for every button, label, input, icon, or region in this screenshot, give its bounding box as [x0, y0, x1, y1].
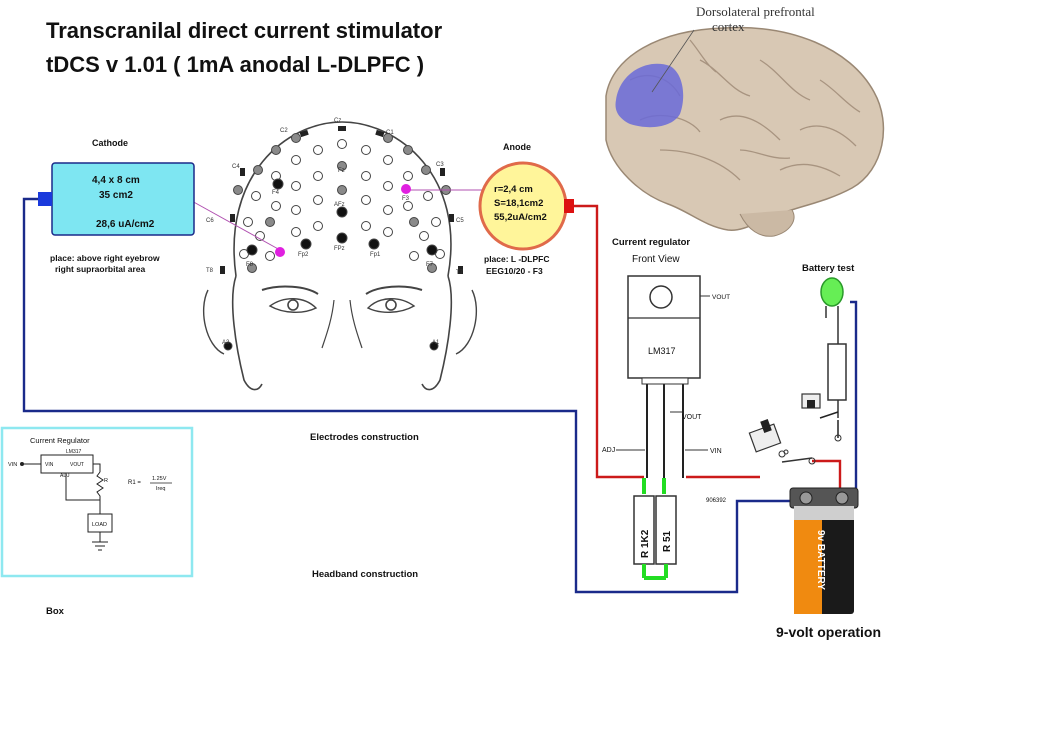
schematic-vout-pin: VOUT [70, 462, 84, 468]
schematic-title: Current Regulator [30, 436, 90, 445]
regulator-chip-label: LM317 [648, 346, 676, 356]
regulator-vin-label: VIN [710, 448, 722, 455]
schematic-chip: LM317 [66, 449, 82, 455]
battery-test-label: Battery test [802, 263, 855, 274]
regulator-code: 906392 [706, 498, 727, 504]
eeg-label-f8: F8 [246, 262, 254, 268]
eeg-labels: Cz C2 C1 C4 C3 C6 C5 F4 F3 Fz AFz Fp2 FP… [206, 118, 464, 346]
resistor-pair: R 1K2 R 51 [633, 478, 677, 580]
eeg-label-f7: F7 [426, 262, 434, 268]
schematic-frame [0, 426, 194, 578]
regulator-heading: Current regulator [612, 237, 690, 248]
anode-position-marker [401, 184, 411, 194]
title-line-2: tDCS v 1.01 ( 1mA anodal L-DLPFC ) [46, 52, 424, 77]
dlpfc-region [615, 63, 684, 128]
eeg-label-c5: C5 [456, 218, 464, 224]
anode-wire [574, 204, 644, 479]
cathode-connector [38, 192, 52, 206]
schematic-load: LOAD [92, 522, 107, 528]
test-resistor [827, 343, 847, 401]
dlpfc-label-line-2: cortex [712, 19, 745, 34]
cathode-position-marker [275, 247, 285, 257]
resistor-r2 [655, 495, 677, 565]
power-slide-switch [748, 418, 816, 465]
caption-box: Box [46, 606, 65, 617]
nine-volt-battery: 9v BATTERY 9-volt operation [776, 487, 881, 640]
caption-headband: Headband construction [312, 569, 418, 580]
wiring [22, 197, 858, 594]
head-eeg-map [203, 121, 477, 391]
electrode-placement-markers [189, 184, 482, 257]
cathode-electrode: Cathode 4,4 x 8 cm 35 cm2 28,6 uA/cm2 pl… [38, 138, 195, 274]
resistor-r1-label: R 1K2 [640, 529, 651, 558]
cathode-wire [22, 197, 800, 594]
lm317-regulator: Current regulator Front View LM317 VOUT … [602, 237, 730, 504]
eeg-label-fp2: Fp2 [298, 252, 309, 258]
schematic-r-label: R [104, 478, 108, 484]
schematic-formula-lhs: R1 = [128, 480, 141, 486]
schematic-vin-ext: VIN [8, 462, 17, 468]
eeg-label-a2: A2 [222, 340, 230, 346]
regulator-adj-label: ADJ [602, 447, 615, 454]
anode-connector [564, 199, 574, 213]
regulator-schematic: Current Regulator LM317 VIN VIN VOUT ADJ… [0, 426, 194, 578]
cathode-area: 35 cm2 [99, 190, 133, 201]
resistor-top-contacts [642, 478, 666, 494]
eeg-label-f3: F3 [402, 196, 410, 202]
regulator-subheading: Front View [632, 254, 680, 265]
vin-wire [686, 459, 842, 490]
brain-illustration: Dorsolateral prefrontal cortex [605, 4, 885, 237]
test-led [820, 277, 844, 307]
schematic-formula-numerator: 1.25V [152, 476, 167, 482]
eeg-electrode-grid [220, 126, 463, 351]
eeg-label-c2: C2 [280, 128, 288, 134]
anode-place-line-1: place: L -DLPFC [484, 254, 550, 264]
cathode-place-line-1: place: above right eyebrow [50, 253, 160, 263]
anode-place-line-2: EEG10/20 - F3 [486, 266, 543, 276]
eeg-label-c6: C6 [206, 218, 214, 224]
caption-electrodes: Electrodes construction [310, 432, 419, 443]
eeg-label-c3: C3 [436, 162, 444, 168]
anode-electrode: Anode r=2,4 cm S=18,1cm2 55,2uA/cm2 plac… [478, 142, 574, 276]
cathode-heading: Cathode [92, 138, 128, 148]
anode-density: 55,2uA/cm2 [494, 212, 547, 223]
schematic-adj-pin: ADJ [60, 473, 70, 479]
cathode-size: 4,4 x 8 cm [92, 175, 140, 186]
cathode-place-line-2: right supraorbital area [55, 264, 145, 274]
eeg-label-cz: Cz [334, 118, 341, 124]
battery-test-circuit: Battery test [748, 263, 855, 465]
dlpfc-label-line-1: Dorsolateral prefrontal [696, 4, 815, 19]
resistor-r2-label: R 51 [662, 530, 673, 552]
eeg-label-a1: A1 [432, 340, 440, 346]
anode-heading: Anode [503, 142, 531, 152]
regulator-vout-tab-label: VOUT [712, 294, 730, 301]
anode-radius: r=2,4 cm [494, 184, 533, 195]
battery-brand-label: 9v BATTERY [815, 530, 826, 590]
eeg-label-c1: C1 [386, 130, 394, 136]
title-line-1: Transcranilal direct current stimulator [46, 18, 443, 43]
schematic-vin-pin: VIN [45, 462, 54, 468]
resistor-bottom-contacts [642, 564, 668, 580]
eeg-label-fp1: Fp1 [370, 252, 381, 258]
regulator-vout-leg-label: VOUT [682, 414, 702, 421]
anode-area: S=18,1cm2 [494, 198, 543, 209]
eeg-label-fz: Fz [338, 168, 345, 174]
eeg-label-f4: F4 [272, 190, 280, 196]
battery-test-wire-blue [850, 300, 858, 488]
eeg-label-fpz: FPz [334, 246, 345, 252]
cathode-density: 28,6 uA/cm2 [96, 219, 155, 230]
eeg-label-t7: T7 [456, 270, 464, 276]
battery-operation-label: 9-volt operation [776, 624, 881, 640]
schematic-formula-denominator: Ireq [156, 486, 165, 492]
eeg-label-c4: C4 [232, 164, 240, 170]
eeg-label-afz: AFz [334, 202, 345, 208]
regulator-mount-hole [649, 285, 673, 309]
dlpfc-pointer-line [651, 29, 695, 93]
head-outline [233, 121, 452, 277]
eeg-label-t8: T8 [206, 268, 214, 274]
